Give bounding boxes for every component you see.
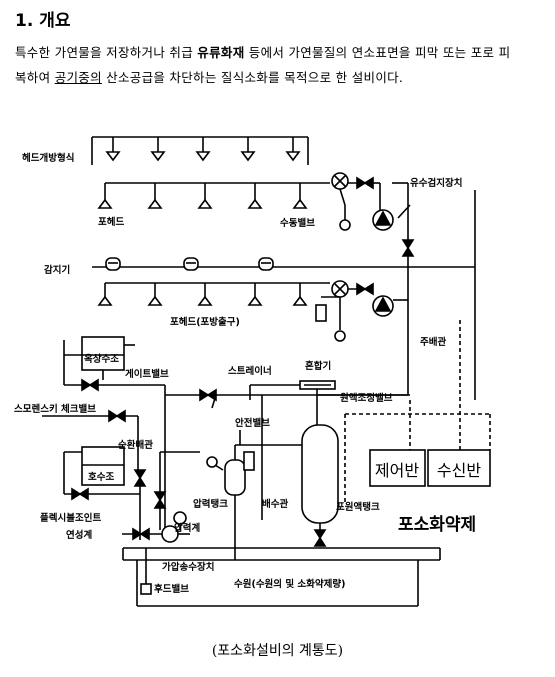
- label-flow-control-valve: 원액조정밸브: [340, 392, 393, 404]
- label-strainer: 스트레이너: [228, 365, 272, 377]
- label-foot-valve: 후드밸브: [154, 583, 189, 595]
- section-title: 개요: [39, 11, 71, 31]
- receiver-panel-label: 수신반: [437, 461, 481, 480]
- label-pressure-tank: 압력탱크: [193, 498, 228, 510]
- section-number: 1.: [15, 11, 34, 31]
- label-main-pipe: 주배관: [420, 336, 446, 348]
- label-foam-head-outlet: 포헤드(포방출구): [170, 316, 240, 328]
- label-foam-tank: 포원액탱크: [336, 501, 380, 513]
- section-heading: 1. 개요: [15, 6, 71, 31]
- label-detector: 감지기: [44, 264, 70, 276]
- label-circulation-pipe: 순환배관: [118, 439, 153, 451]
- label-reservoir: 호수조: [88, 472, 114, 483]
- label-safety-valve: 안전밸브: [235, 417, 270, 429]
- label-roof-tank: 옥상수조: [84, 353, 119, 365]
- label-smolensky-check-valve: 스모렌스키 체크밸브: [14, 403, 96, 415]
- label-gate-valve: 게이트밸브: [125, 368, 169, 380]
- intro-text-2: 등에서 가연물질의 연소표면을 피막 또는 포로 피복하여: [15, 45, 511, 85]
- label-water-source: 수원(수원의 및 소화약제량): [234, 578, 345, 590]
- intro-underlined-term: 공기중의: [54, 70, 102, 85]
- figure-caption: (포소화설비의 계통도): [211, 643, 344, 659]
- label-mixer: 혼합기: [305, 360, 331, 372]
- label-drain-pipe: 배수관: [262, 498, 288, 510]
- label-head-open: 헤드개방형식: [22, 152, 74, 164]
- label-suction-gauge: 연성계: [66, 529, 92, 541]
- label-manual-valve: 수동밸브: [280, 217, 315, 229]
- intro-paragraph: 특수한 가연물을 저장하거나 취급 유류화재 등에서 가연물질의 연소표면을 피…: [15, 40, 520, 90]
- intro-bold-term: 유류화재: [197, 45, 245, 60]
- label-flexible-joint: 플렉시블조인트: [40, 512, 101, 524]
- label-foam-head: 포헤드: [98, 216, 124, 228]
- intro-text-1: 특수한 가연물을 저장하거나 취급: [15, 45, 198, 60]
- label-pressure-gauge: 압력계: [174, 522, 200, 534]
- control-panel-label: 제어반: [375, 461, 419, 480]
- label-pump-unit: 가압송수장치: [162, 561, 214, 573]
- system-title: 포소화약제: [398, 514, 476, 535]
- label-flow-detector: 유수검지장치: [410, 177, 462, 189]
- intro-text-3: 산소공급을 차단하는 질식소화를 목적으로 한 설비이다.: [101, 70, 404, 85]
